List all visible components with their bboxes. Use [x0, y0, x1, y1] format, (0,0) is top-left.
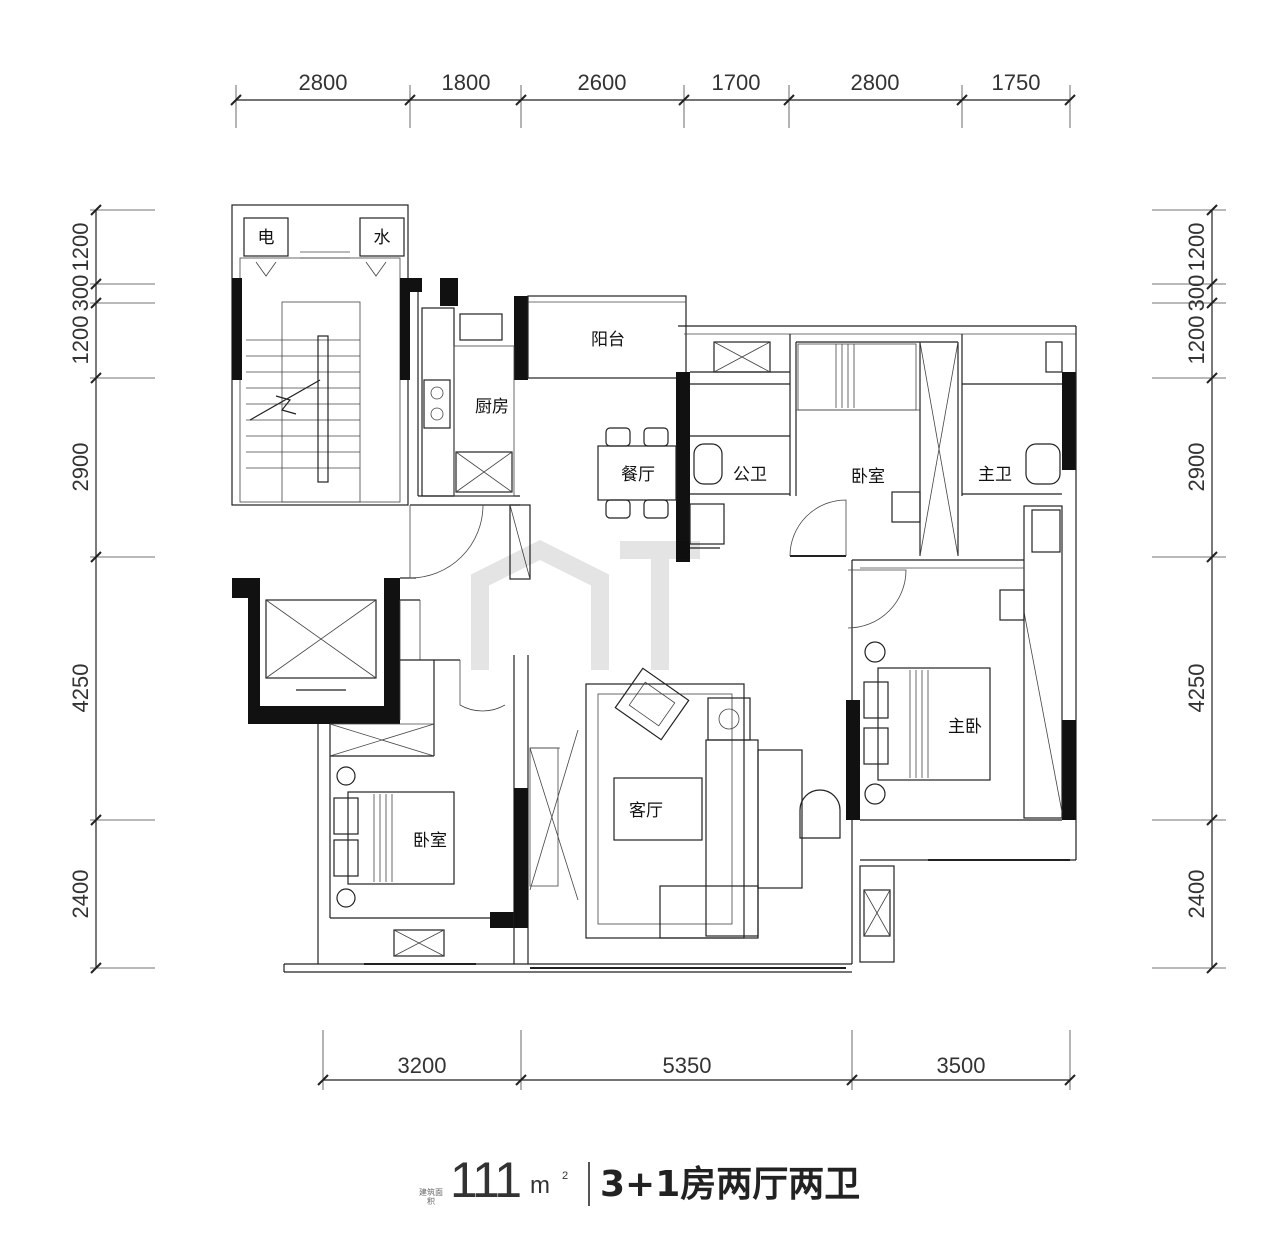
left-dim-2: 300 [68, 275, 93, 312]
doors [409, 499, 907, 712]
north-bed [797, 343, 917, 411]
main-walls [232, 278, 1077, 973]
stair-core: 电 水 [231, 204, 410, 506]
room-bedroom-north: 卧室 [851, 467, 885, 487]
bottom-dim-1: 3200 [398, 1053, 447, 1078]
left-dim-6: 2400 [68, 870, 93, 919]
watermark-logo [471, 540, 700, 670]
left-dim-4: 2900 [68, 443, 93, 492]
right-dim-6: 2400 [1184, 870, 1209, 919]
room-labels: 厨房 阳台 餐厅 公卫 卧室 主卫 主卧 客厅 卧室 [413, 330, 1012, 851]
electric-meter-label: 电 [258, 228, 275, 248]
top-dim-4: 1700 [712, 70, 761, 95]
left-dim-1: 1200 [68, 223, 93, 272]
area-caption: 建筑面积 [419, 1188, 443, 1206]
left-dimension-line: 1200 300 1200 2900 4250 2400 [68, 204, 155, 974]
dining-table [597, 427, 677, 519]
floor-plan: 2800 1800 2600 1700 2800 1750 3200 5350 … [68, 70, 1226, 1090]
right-dim-2: 300 [1184, 275, 1209, 312]
room-public-bath: 公卫 [733, 465, 767, 485]
kitchen-fixtures [421, 307, 531, 580]
top-dim-6: 1750 [992, 70, 1041, 95]
top-dimension-line: 2800 1800 2600 1700 2800 1750 [230, 70, 1076, 128]
left-dim-3: 1200 [68, 316, 93, 365]
room-balcony: 阳台 [591, 330, 625, 350]
bottom-dim-3: 3500 [937, 1053, 986, 1078]
living-furniture [529, 667, 841, 939]
room-living: 客厅 [629, 801, 663, 821]
bottom-dim-2: 5350 [663, 1053, 712, 1078]
right-dim-4: 2900 [1184, 443, 1209, 492]
top-dim-2: 1800 [442, 70, 491, 95]
area-unit-sup: 2 [562, 1170, 569, 1182]
room-master-bath: 主卫 [978, 465, 1012, 485]
master-bed [863, 641, 991, 805]
top-dim-5: 2800 [851, 70, 900, 95]
right-dimension-line: 1200 300 1200 2900 4250 2400 [1152, 204, 1226, 974]
right-dim-1: 1200 [1184, 223, 1209, 272]
left-dim-5: 4250 [68, 664, 93, 713]
south-bed [333, 766, 455, 957]
top-dim-3: 2600 [578, 70, 627, 95]
room-bedroom-south: 卧室 [413, 831, 447, 851]
room-kitchen: 厨房 [475, 397, 509, 417]
water-meter-label: 水 [374, 228, 391, 248]
right-dim-5: 4250 [1184, 664, 1209, 713]
title-separator [588, 1162, 590, 1206]
right-dim-3: 1200 [1184, 316, 1209, 365]
room-dining: 餐厅 [621, 465, 655, 485]
top-dim-1: 2800 [299, 70, 348, 95]
bottom-dimension-line: 3200 5350 3500 [317, 1030, 1076, 1090]
room-master-bedroom: 主卧 [948, 717, 982, 737]
area-value: 111 [450, 1152, 522, 1208]
area-unit: m [530, 1172, 550, 1199]
layout-type: 3+1房两厅两卫 [600, 1164, 861, 1205]
internal-walls [689, 334, 1070, 963]
